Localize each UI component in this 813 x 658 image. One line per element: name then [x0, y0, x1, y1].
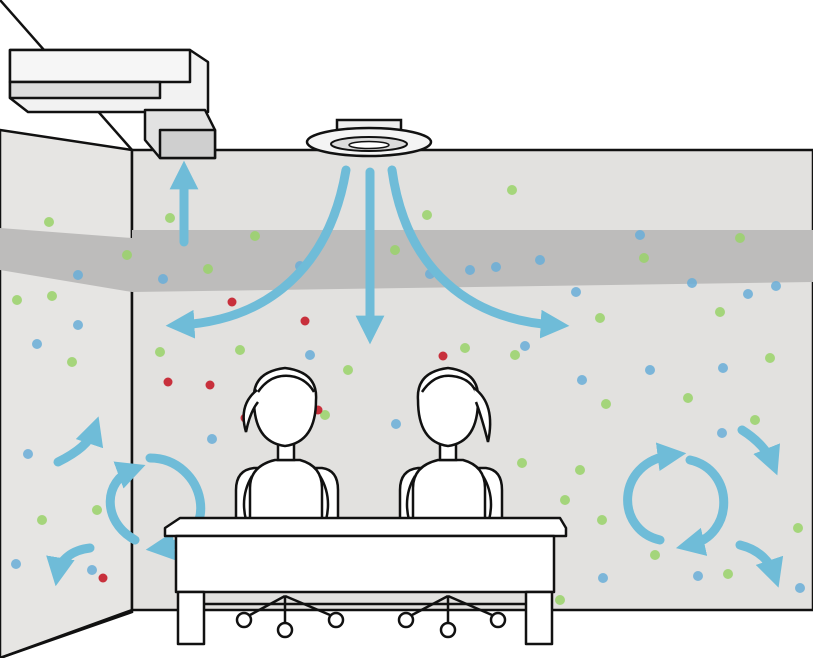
floor-edge-line	[0, 608, 133, 658]
right-swirl-front	[675, 455, 729, 556]
left-wall	[0, 128, 134, 658]
desk-leg-left	[176, 590, 206, 646]
left-swirl-lower	[105, 461, 146, 545]
desk	[163, 516, 568, 646]
aerosol-particles	[11, 185, 805, 605]
left-corner-arrow-upper	[53, 416, 104, 467]
right-corner-arrow-lower	[735, 540, 784, 588]
head-right	[416, 366, 480, 448]
right-corner-arrow-upper	[737, 425, 781, 476]
left-wall-band	[0, 228, 132, 292]
supply-arrow-left	[165, 165, 351, 339]
exhaust-duct	[8, 48, 217, 160]
torso-right	[411, 458, 487, 527]
supply-arrow-right	[387, 165, 570, 339]
torso-left	[248, 458, 324, 527]
ceiling-diffuser	[305, 118, 433, 158]
green-particles	[12, 185, 803, 605]
desk-leg-right	[524, 590, 554, 646]
left-corner-arrow-lower	[46, 543, 95, 587]
right-swirl-back	[623, 442, 687, 545]
desk-top	[163, 516, 568, 538]
chairs	[235, 594, 507, 639]
chair-right	[397, 594, 507, 639]
ponytail-left	[242, 389, 259, 433]
ponytail-right	[473, 386, 492, 443]
back-wall-band	[132, 230, 813, 292]
desk-front	[174, 534, 556, 594]
head-left	[252, 366, 318, 448]
chair-left	[235, 594, 345, 639]
